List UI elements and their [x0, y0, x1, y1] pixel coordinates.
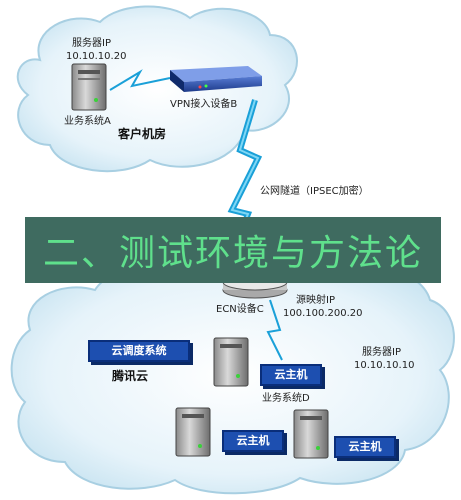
customer-cloud: [16, 5, 298, 173]
system-a-label: 业务系统A: [64, 116, 111, 127]
bottom-server-ip: 10.10.10.10: [354, 360, 415, 371]
top-server-ip: 10.10.10.20: [66, 51, 127, 62]
server-d-3-icon: [293, 409, 329, 459]
cloud-host-box-3: 云主机: [334, 436, 396, 458]
bottom-server-ip-label: 服务器IP: [362, 347, 401, 358]
ecn-device-label: ECN设备C: [216, 304, 264, 315]
customer-room-label: 客户机房: [118, 127, 167, 141]
server-d-1-icon: [213, 337, 249, 387]
system-d-label: 业务系统D: [262, 393, 310, 404]
server-a-icon: [71, 63, 107, 111]
cloud-host-box-2: 云主机: [222, 430, 284, 452]
section-banner: 二、测试环境与方法论: [25, 217, 441, 283]
server-d-2-icon: [175, 407, 211, 457]
vpn-device-icon: [170, 66, 262, 92]
tunnel-label: 公网隧道（IPSEC加密）: [260, 186, 369, 197]
section-title: 二、测试环境与方法论: [42, 233, 423, 274]
cloud-host-box-1: 云主机: [260, 364, 322, 386]
vpn-device-label: VPN接入设备B: [170, 99, 238, 110]
link-server-vpn: [109, 69, 171, 91]
source-map-ip-label: 源映射IP: [296, 295, 335, 306]
scheduler-box: 云调度系统: [88, 340, 190, 362]
link-ecn-host: [266, 299, 283, 361]
top-server-ip-label: 服务器IP: [72, 38, 111, 49]
tencent-cloud-label: 腾讯云: [112, 369, 149, 383]
source-map-ip: 100.100.200.20: [283, 308, 363, 319]
